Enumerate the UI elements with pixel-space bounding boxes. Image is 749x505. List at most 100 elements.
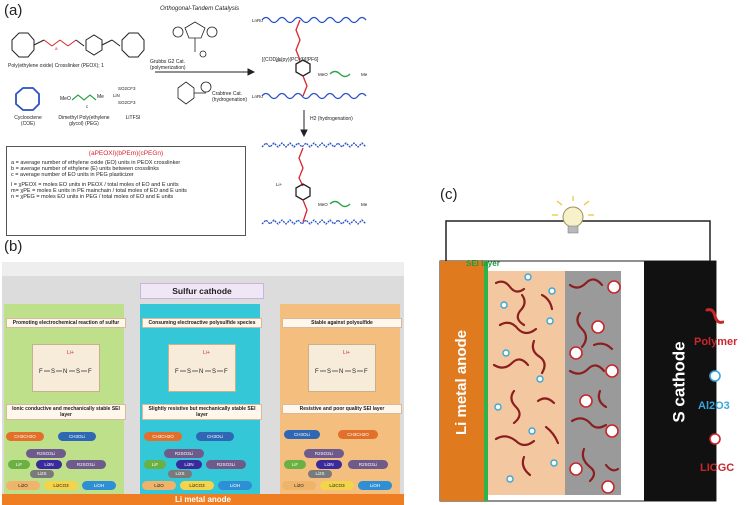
species: Li3N: [176, 460, 202, 469]
svg-text:S: S: [212, 369, 216, 375]
species: Li2O: [142, 481, 176, 490]
species: CH3OLi: [58, 432, 96, 441]
species: R2SO3Li: [26, 449, 66, 458]
peg-label: Dimethyl Poly(ethylene glycol) (PEG): [58, 115, 110, 127]
panel-a-scheme: a MeO Me c SO2CF3 LiN SO2CF3: [11, 16, 368, 225]
species: LiOH: [218, 481, 252, 490]
peox-structure: [11, 32, 145, 58]
svg-text:S: S: [327, 369, 331, 375]
definition-a: a = average number of ethylene oxide (EO…: [11, 160, 181, 166]
anode-label-wrap: Li metal anode: [440, 262, 484, 502]
svg-text:N: N: [199, 369, 203, 375]
tfsi-molecule-2-icon: Li+ F S N S F: [175, 350, 228, 375]
svg-text:Li+: Li+: [276, 182, 283, 187]
svg-text:S: S: [187, 369, 191, 375]
cathode-electrolyte-region: [565, 271, 621, 495]
column-1-top-caption: Promoting electrochemical reaction of su…: [6, 318, 126, 328]
legend-polymer: Polymer: [694, 336, 738, 348]
column-1-bottom-caption: Ionic conductive and mechanically stable…: [6, 404, 126, 420]
species: Li3N: [316, 460, 342, 469]
grubbs-catalyst: [172, 21, 218, 58]
species: R2SO3Li: [348, 460, 388, 469]
peox-label: Poly(ethylene oxide) Crosslinker (PEOX);…: [8, 63, 104, 69]
molecule-box-2: Li+ F S N S F: [168, 344, 236, 392]
species: Li2CO3: [180, 481, 214, 490]
column-2-top-caption: Consuming electroactive polysulfide spec…: [142, 318, 262, 328]
species: Li2CO3: [44, 481, 78, 490]
svg-text:Me: Me: [97, 94, 104, 100]
species: Li2S: [168, 470, 192, 478]
species: Li2CO3: [320, 481, 354, 490]
molecule-box-3: Li+ F S N S F: [308, 344, 376, 392]
species: R2SO3Li: [206, 460, 246, 469]
coe-label: Cyclooctene (COE): [14, 115, 42, 127]
species: CH3CH2O: [6, 432, 44, 441]
svg-text:Li+: Li+: [276, 58, 283, 63]
svg-text:F: F: [39, 369, 43, 375]
species: LiF: [8, 460, 30, 469]
definition-m: m= χPE = moles E units in PE mainchain /…: [11, 188, 187, 194]
svg-text:LiN: LiN: [113, 93, 120, 98]
sei-strip: [484, 261, 488, 501]
svg-text:N: N: [63, 369, 67, 375]
species: CH3CH2O: [338, 430, 378, 439]
s-cathode-block: [644, 261, 716, 501]
panel-c-label: (c): [440, 186, 458, 203]
species: Li2S: [30, 470, 54, 478]
species: Li3N: [36, 460, 62, 469]
li-metal-anode-label: Li metal anode: [453, 329, 471, 435]
svg-text:Li+: Li+: [343, 350, 350, 356]
litfsi-label: LiTFSI: [125, 115, 141, 121]
species: R2SO3Li: [304, 449, 344, 458]
grubbs-label: Grubbs G2 Cat. (polymerization): [150, 59, 186, 71]
svg-text:Li+: Li+: [67, 350, 74, 356]
definitions-box: (aPEOXl)(bPEm)(cPEGn) a = average number…: [6, 146, 246, 236]
litfsi-structure: SO2CF3 LiN SO2CF3: [113, 86, 136, 105]
column-2-bottom-caption: Slightly resistive but mechanically stab…: [142, 404, 262, 420]
hydrogenated-network: [261, 142, 367, 225]
sulfur-cathode-banner: Sulfur cathode: [140, 283, 264, 299]
svg-text:MeO: MeO: [318, 72, 328, 77]
crosslinked-network: [261, 16, 367, 100]
legend-licgc: LICGC: [700, 462, 735, 474]
svg-text:a: a: [55, 46, 58, 51]
species: LiOH: [82, 481, 116, 490]
species: Li2O: [6, 481, 40, 490]
catalysis-title: Orthogonal-Tandem Catalysis: [160, 6, 240, 12]
svg-text:S: S: [76, 369, 80, 375]
sei-layer-label: SEI layer: [466, 259, 500, 268]
svg-text:S: S: [51, 369, 55, 375]
ir-complex-label: [(COD)Ir(py)(PCy3)][PF6]: [262, 57, 319, 63]
al2o3-particle-icon: [709, 370, 721, 382]
cathode-strip: [2, 262, 404, 276]
svg-text:Li+: Li+: [203, 350, 210, 356]
formula: (aPEOXl)(bPEm)(cPEGn): [88, 150, 164, 157]
svg-text:c: c: [86, 104, 89, 109]
svg-text:F: F: [364, 369, 368, 375]
svg-text:S: S: [352, 369, 356, 375]
svg-text:F: F: [175, 369, 179, 375]
species: LiF: [284, 460, 306, 469]
li-metal-anode-bar: Li metal anode: [2, 494, 404, 505]
tfsi-molecule-3-icon: Li+ F S N S F: [315, 350, 368, 375]
peg-structure: MeO Me c: [60, 94, 104, 109]
panel-a-label: (a): [4, 2, 23, 19]
svg-text:N: N: [339, 369, 343, 375]
definition-l: l = χPEOX = moles EO units in PEOX / tot…: [11, 182, 179, 188]
li-anode-block: [440, 261, 484, 501]
species: CH3OLi: [196, 432, 234, 441]
definition-n: n = χPEG = moles EO units in PEG / total…: [11, 194, 174, 200]
species: Li2O: [282, 481, 316, 490]
panel-c-diagram: [439, 196, 717, 502]
column-3-bottom-caption: Resistive and poor quality SEI layer: [282, 404, 402, 414]
svg-text:MeO: MeO: [318, 202, 328, 207]
species: LiOH: [358, 481, 392, 490]
legend-al2o3: Al2O3: [698, 400, 730, 412]
tfsi-molecule-1-icon: Li+ F S N S F: [39, 350, 92, 375]
definition-c: c = average number of EO units in PEG pl…: [11, 172, 134, 178]
s-cathode-label: S cathode: [670, 341, 689, 423]
svg-text:F: F: [224, 369, 228, 375]
species: CH3OLi: [284, 430, 320, 439]
crabtree-label: Crabtree Cat. (hydrogenation): [212, 91, 248, 103]
licgc-particle-icon: [709, 433, 721, 445]
